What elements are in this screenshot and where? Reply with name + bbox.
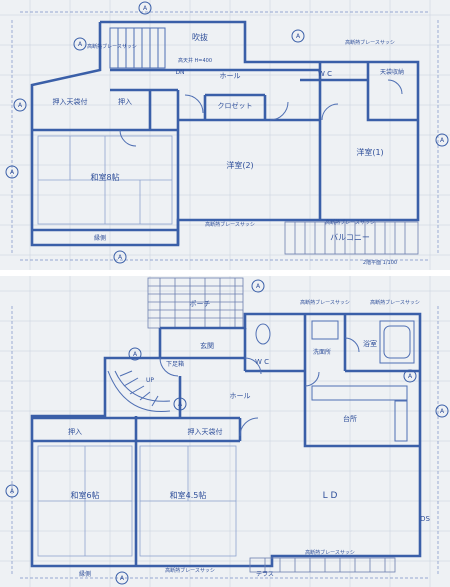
upper-axis-markers: A A A A A A A [5, 1, 449, 264]
axis-marker [13, 98, 27, 112]
svg-text:A: A [120, 575, 125, 582]
axis-marker [128, 347, 142, 361]
axis-marker [403, 369, 417, 383]
terrace-deck [249, 557, 396, 573]
svg-text:A: A [10, 488, 15, 495]
upper-dimension-lines [11, 11, 439, 261]
axis-marker [113, 250, 127, 264]
svg-text:A: A [178, 401, 183, 408]
axis-marker [115, 571, 129, 585]
room-label-hall: ホール [220, 72, 241, 80]
room-label-getabako: 下足箱 [166, 360, 184, 368]
axis-marker [251, 279, 265, 293]
upper-floor-plan-sheet: A A A A A A A 吹抜 ホール W C 押入天袋付 押入 クロゼット … [0, 0, 450, 270]
room-label-washitsu-6: 和室6帖 [70, 490, 99, 500]
lower-axis-markers: A A A A A A A [5, 279, 449, 585]
lower-dimension-lines [11, 306, 439, 579]
room-label-washitsu-8: 和室8帖 [90, 172, 119, 182]
lower-door-swings [159, 337, 360, 437]
axis-marker [435, 404, 449, 418]
sheet-divider [0, 270, 450, 276]
upper-outer-walls [30, 20, 420, 247]
room-label-porch: ポーチ [190, 300, 211, 308]
stair-direction-down: DN [175, 69, 184, 76]
sash-note: 高断熱ブレースサッシ [345, 39, 395, 46]
axis-marker [173, 397, 187, 411]
axis-marker [5, 165, 19, 179]
axis-marker [291, 29, 305, 43]
stair-direction-up: UP [146, 377, 154, 384]
ceiling-note: 高天井 H=400 [178, 57, 212, 64]
room-label-balcony: バルコニー [330, 233, 370, 242]
room-label-wc: W C [318, 70, 332, 78]
room-label-storage: 天袋収納 [380, 68, 404, 76]
axis-marker [435, 133, 449, 147]
svg-text:A: A [78, 41, 83, 48]
room-label-hall: ホール [230, 392, 251, 400]
room-label-oshiire: 押入 [68, 427, 82, 436]
axis-marker [5, 484, 19, 498]
sash-note: 高断熱ブレースサッシ [205, 221, 255, 228]
svg-text:A: A [118, 254, 123, 261]
lower-grid [0, 276, 450, 587]
svg-text:A: A [10, 169, 15, 176]
svg-text:A: A [133, 351, 138, 358]
axis-marker [73, 37, 87, 51]
axis-marker [138, 1, 152, 15]
room-label-kitchen: 台所 [343, 414, 357, 423]
room-label-oshiire-tenbukuro: 押入天袋付 [53, 97, 88, 106]
sash-note: 高断熱ブレースサッシ [87, 43, 137, 50]
lower-outer-walls [30, 312, 422, 568]
upper-interior-walls [32, 62, 418, 245]
svg-text:A: A [256, 283, 261, 290]
sash-note: 高断熱ブレースサッシ [325, 219, 375, 226]
upper-tatami-mats [37, 135, 173, 225]
room-label-fukinuke: 吹抜 [192, 32, 208, 42]
svg-text:A: A [18, 102, 23, 109]
room-label-genkan: 玄関 [200, 341, 214, 350]
room-label-youshitsu-2: 洋室(2) [226, 160, 253, 170]
room-label-oshiire: 押入 [118, 97, 132, 106]
sash-note: 高断熱ブレースサッシ [300, 299, 350, 306]
lower-stair [107, 370, 171, 412]
room-label-terrace: テラス [256, 571, 274, 578]
porch-paving [147, 277, 244, 329]
svg-text:A: A [143, 5, 148, 12]
plan-scale-note: 2階平面 1/100 [363, 259, 397, 266]
room-label-closet: クロゼット [218, 101, 253, 110]
room-label-washitsu-45: 和室4.5帖 [170, 490, 207, 500]
room-label-bath: 浴室 [363, 339, 377, 348]
svg-text:A: A [408, 373, 413, 380]
svg-text:A: A [440, 137, 445, 144]
lower-interior-walls [32, 314, 420, 566]
upper-stair [109, 27, 166, 69]
room-label-engawa: 縁側 [94, 234, 106, 242]
room-label-senmen: 洗面所 [313, 348, 331, 356]
room-label-ld: L D [323, 491, 338, 501]
sash-note: 高断熱ブレースサッシ [165, 567, 215, 574]
lower-floor-plan-sheet: A A A A A A A ポーチ 玄関 下足箱 W C 洗面所 浴室 ホール … [0, 276, 450, 587]
room-label-youshitsu-1: 洋室(1) [356, 147, 383, 157]
lower-floor-plan: A A A A A A A ポーチ 玄関 下足箱 W C 洗面所 浴室 ホール … [0, 276, 450, 587]
room-label-engawa: 縁側 [79, 570, 91, 578]
room-label-oshiire-tenbukuro: 押入天袋付 [188, 427, 223, 436]
upper-door-swings [119, 79, 403, 147]
room-label-wc: W C [255, 358, 269, 366]
svg-text:A: A [296, 33, 301, 40]
lower-tatami-mats [37, 445, 237, 557]
upper-floor-plan: A A A A A A A 吹抜 ホール W C 押入天袋付 押入 クロゼット … [0, 0, 450, 270]
duct-space-label: DS [420, 515, 430, 523]
bath-fixtures [255, 320, 415, 442]
sash-note: 高断熱ブレースサッシ [305, 549, 355, 556]
sash-note: 高断熱ブレースサッシ [370, 299, 420, 306]
svg-text:A: A [440, 408, 445, 415]
balcony-deck [284, 221, 419, 255]
